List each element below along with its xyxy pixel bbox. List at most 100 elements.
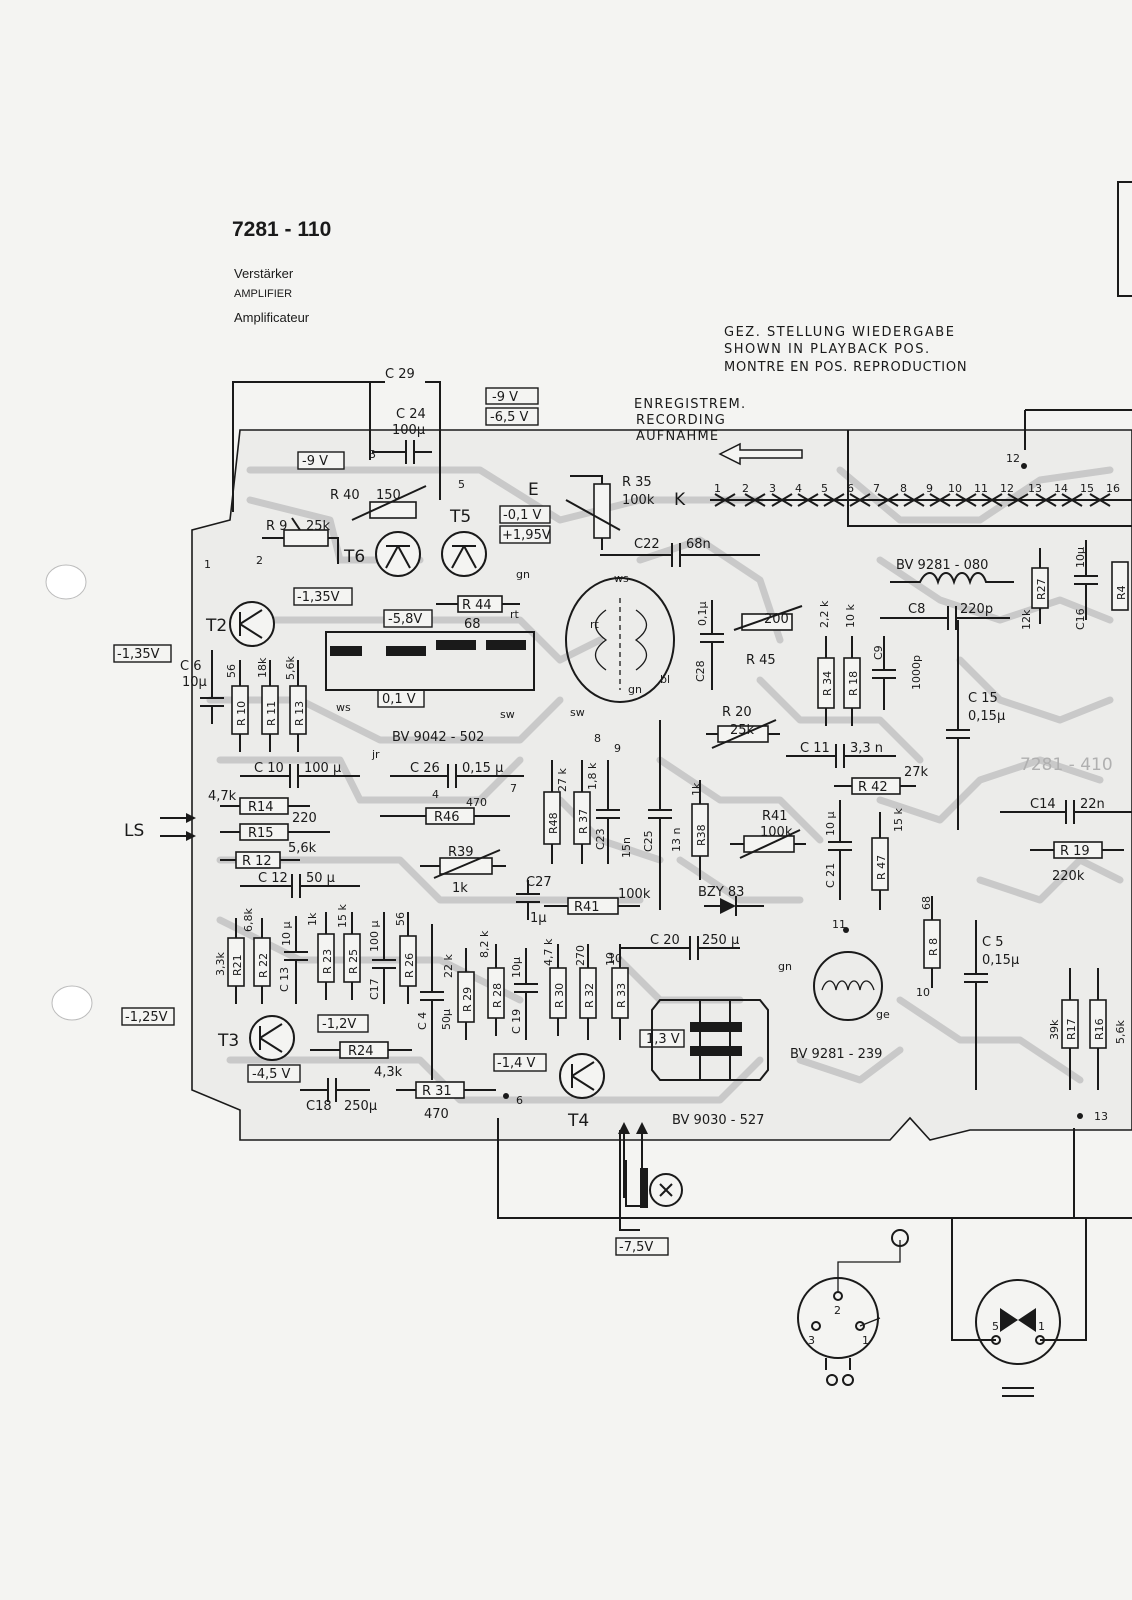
c10-label: C 10	[254, 761, 284, 776]
r42-value: 27k	[904, 765, 929, 780]
t6-label: T6	[343, 547, 365, 567]
switch-contacts: 1 2 3 4 5 6 7 8 9 10 11 12 13 14 15 16 1…	[710, 452, 1132, 507]
r48-label: R48	[547, 812, 560, 834]
wire-ws-left: ws	[336, 701, 351, 714]
r27-resistor: R27 12k	[1020, 548, 1049, 630]
c18-value: 250µ	[344, 1099, 377, 1114]
c29-label: C 29	[385, 367, 415, 382]
terminal-9: 9	[926, 482, 933, 495]
c19-value: 10µ	[510, 957, 523, 978]
switch-k-label: K	[674, 490, 686, 510]
r40-label: R 40	[330, 488, 360, 503]
r47-value: 15 k	[892, 808, 905, 832]
edge-box	[1117, 181, 1132, 297]
voltage-neg01: -0,1 V	[503, 508, 541, 523]
r25-label: R 25	[347, 949, 360, 974]
r45-label: R 45	[746, 653, 776, 668]
ls-label: LS	[124, 821, 144, 841]
c20-value: 250 µ	[702, 933, 739, 948]
r34-resistor: R 34 2,2 k	[817, 600, 835, 726]
r11-label: R 11	[265, 701, 278, 726]
c17-label: C17	[368, 978, 381, 1000]
wire-rt-coil: rt	[590, 618, 600, 631]
c16-label: C16	[1074, 608, 1087, 630]
r30-value: 4,7 k	[542, 938, 555, 966]
r46-value: 470	[466, 796, 487, 809]
bv9030-label: BV 9030 - 527	[672, 1113, 764, 1128]
terminal-4: 4	[795, 482, 802, 495]
r24-label: R24	[348, 1044, 374, 1059]
c19-label: C 19	[510, 1009, 523, 1034]
r31-resistor: R 31 470	[396, 1081, 496, 1122]
c15-value: 0,15µ	[968, 709, 1005, 724]
c6-capacitor: C 6 10µ	[180, 650, 224, 724]
r24-value: 4,3k	[374, 1065, 403, 1080]
c17-value: 100 µ	[368, 921, 381, 953]
r8-label: R 8	[927, 938, 940, 956]
voltage-neg58: -5,8V	[388, 612, 422, 627]
c25-value: 13 n	[670, 828, 683, 852]
c14-label: C14	[1030, 797, 1056, 812]
wire-gn-coil: gn	[628, 683, 642, 696]
c12-label: C 12	[258, 871, 288, 886]
r38-value: 1k	[690, 782, 703, 796]
voltage-neg9-top: -9 V	[492, 390, 518, 405]
note-position-en: SHOWN IN PLAYBACK POS.	[724, 342, 931, 357]
erase-head-coil: ws rt gn bl sw gn	[516, 568, 675, 719]
din-jack-headphone: 2 3 1	[797, 1229, 909, 1386]
output-symbol-icon	[625, 1160, 683, 1208]
r23-label: R 23	[321, 949, 334, 974]
r41-value: 100k	[618, 887, 651, 902]
r44-resistor: R 44 68	[436, 595, 520, 632]
r34-value: 2,2 k	[818, 600, 831, 628]
r18-label: R 18	[847, 671, 860, 696]
node-10-right: 10	[916, 986, 930, 999]
r37-resistor: R 37 1,8 k	[573, 760, 599, 864]
transistor-t2: T2	[205, 601, 275, 647]
r29-label: R 29	[461, 987, 474, 1012]
transistor-t4: T4	[559, 1053, 605, 1131]
wire-gn-top: gn	[516, 568, 530, 581]
title-fr: Amplificateur	[234, 310, 310, 325]
r39-potentiometer: R39 1k	[420, 845, 506, 896]
r4-label: R4	[1115, 585, 1128, 600]
r10-resistor: R 10 56	[225, 660, 249, 752]
punch-hole-bottom	[51, 985, 93, 1021]
c23-value: 15n	[620, 837, 633, 858]
r19-label: R 19	[1060, 844, 1090, 859]
jack2-pin-5: 5	[992, 1320, 999, 1333]
c28-value: 0,1µ	[696, 602, 709, 627]
r30-resistor: R 30 4,7 k	[542, 938, 567, 1036]
c20-label: C 20	[650, 933, 680, 948]
r14-value: 4,7k	[208, 789, 237, 804]
r32-resistor: R 32 270	[574, 944, 597, 1040]
t3-label: T3	[217, 1031, 239, 1051]
t2-label: T2	[205, 616, 227, 636]
voltage-01: 0,1 V	[382, 692, 416, 707]
c9-label: C9	[872, 645, 885, 660]
r47-resistor: R 47 15 k	[871, 808, 905, 910]
r38-resistor: R38 1k	[690, 780, 709, 880]
top-wiring	[232, 381, 1132, 1231]
transistor-t3: T3	[217, 1015, 295, 1061]
r14-label: R14	[248, 800, 274, 815]
c13-label: C 13	[278, 967, 291, 992]
r28-resistor: R 28 8,2 k	[478, 930, 505, 1036]
r34-label: R 34	[821, 671, 834, 696]
terminal-7: 7	[873, 482, 880, 495]
bzy83-label: BZY 83	[698, 885, 744, 900]
r15-value: 220	[292, 811, 317, 826]
node-11: 11	[832, 918, 846, 931]
r8-resistor: R 8 68	[920, 896, 941, 988]
r23-value: 1k	[306, 912, 319, 926]
r35-potentiometer: R 35 100k	[565, 475, 655, 550]
c28-capacitor: C28 0,1µ	[694, 600, 724, 690]
voltage-neg12: -1,2V	[322, 1017, 356, 1032]
r30-label: R 30	[553, 983, 566, 1008]
r20-potentiometer: R 20 25k	[706, 705, 780, 749]
c4-label: C 4	[416, 1012, 429, 1030]
c13-capacitor: C 13 10 µ	[278, 916, 308, 1004]
c5-label: C 5	[982, 935, 1003, 950]
note-recording-fr: ENREGISTREM.	[634, 397, 746, 412]
r17-value: 39k	[1048, 1019, 1061, 1040]
